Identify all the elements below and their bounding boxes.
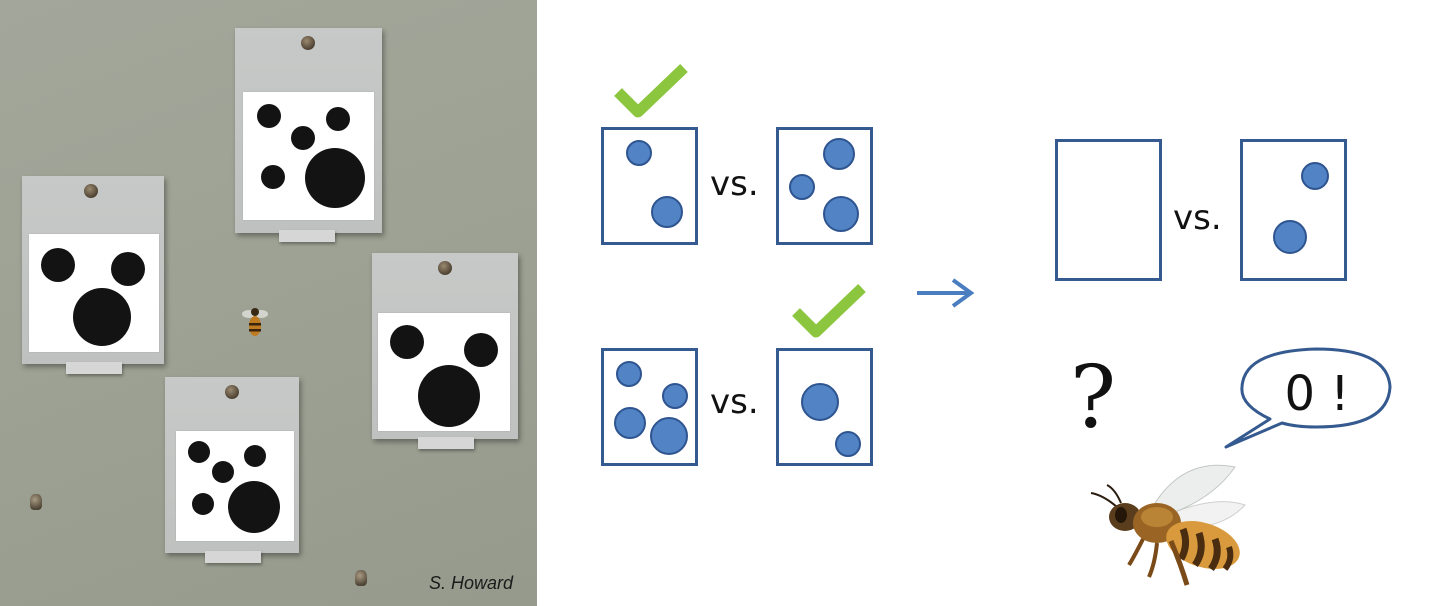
photo-credit: S. Howard bbox=[428, 573, 513, 593]
panel-tab bbox=[418, 437, 474, 449]
question-mark: ? bbox=[1070, 348, 1117, 448]
stimulus-box-test-two-dots bbox=[1240, 139, 1347, 281]
stimulus-box-two-dots bbox=[601, 127, 698, 245]
stimulus-box-empty bbox=[1055, 139, 1162, 281]
arrow-right-icon bbox=[917, 278, 975, 308]
stimulus-card bbox=[29, 234, 159, 352]
vs-label: vs. bbox=[1173, 198, 1222, 238]
stimulus-panel-three bbox=[22, 176, 164, 374]
stimulus-panel-three-right bbox=[372, 253, 518, 449]
panel-tab bbox=[279, 230, 335, 242]
panel-pin bbox=[301, 36, 315, 50]
stimulus-card bbox=[378, 313, 510, 431]
panel-pin bbox=[438, 261, 452, 275]
experiment-photo: S. Howard bbox=[0, 0, 537, 606]
stimulus-card bbox=[243, 92, 374, 220]
speech-bubble-icon bbox=[1224, 347, 1392, 449]
bubble-text: 0 ! bbox=[1284, 366, 1350, 422]
panel-tab bbox=[205, 551, 261, 563]
panel-tab bbox=[66, 362, 122, 374]
screw-icon bbox=[355, 570, 367, 586]
bee-illustration bbox=[1090, 464, 1246, 586]
screw-icon bbox=[30, 494, 42, 510]
stimulus-panel-six bbox=[165, 377, 299, 563]
panel-pin bbox=[84, 184, 98, 198]
vs-label: vs. bbox=[710, 164, 759, 204]
stimulus-box-two-dots-correct bbox=[776, 348, 873, 466]
stimulus-box-three-dots bbox=[776, 127, 873, 245]
panel-pin bbox=[225, 385, 239, 399]
check-icon bbox=[792, 284, 866, 338]
check-icon bbox=[614, 64, 688, 118]
stimulus-box-four-dots bbox=[601, 348, 698, 466]
bee-photo-icon bbox=[242, 308, 268, 336]
stimulus-panel-five bbox=[235, 28, 382, 242]
stimulus-card bbox=[176, 431, 294, 541]
vs-label: vs. bbox=[710, 382, 759, 422]
